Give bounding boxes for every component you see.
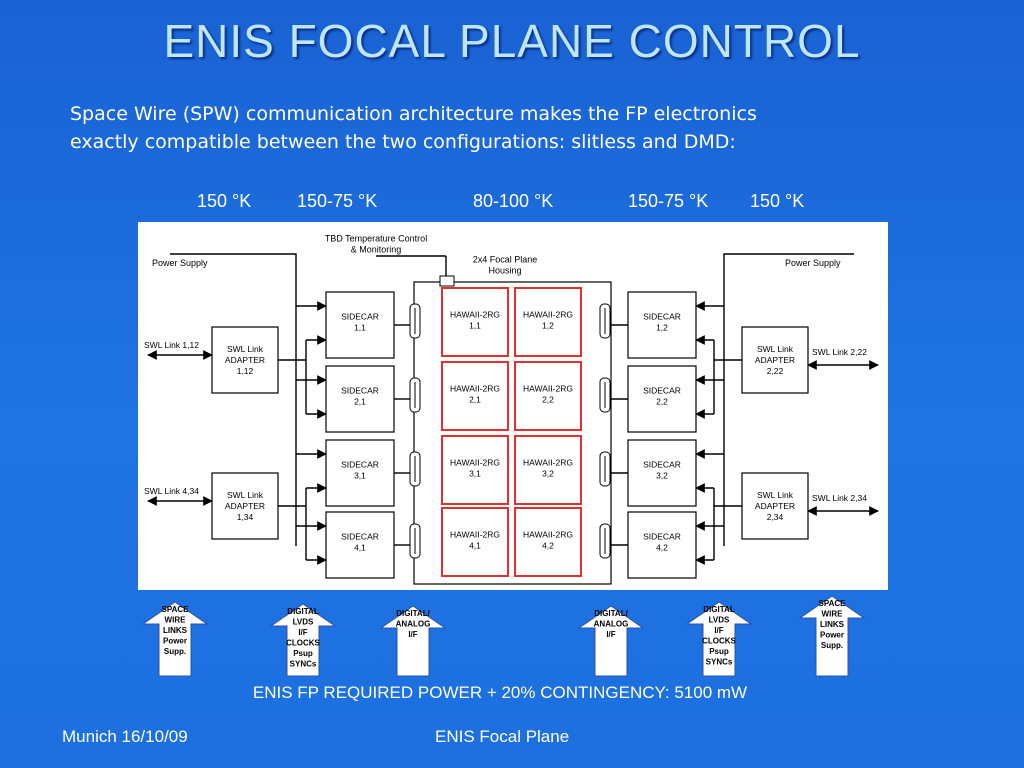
power-supply-right-label: Power Supply [785, 258, 841, 268]
temp-label-4: 150-75 °K [628, 191, 709, 211]
interface-arrow [141, 601, 209, 677]
sidecar-box [325, 511, 395, 579]
hawaii-detector [441, 435, 509, 505]
sidecar-box [627, 439, 697, 507]
interface-arrow [798, 595, 866, 677]
footer-date: Munich 16/10/09 [62, 727, 188, 746]
intro-line-1: Space Wire (SPW) communication architect… [70, 103, 757, 125]
temp-label-1: 150 °K [197, 191, 252, 211]
swl-link-label: SWL Link 1,12 [144, 340, 199, 350]
hawaii-detector [441, 361, 509, 431]
temp-label-3: 80-100 °K [473, 191, 554, 211]
intro-line-2: exactly compatible between the two confi… [70, 131, 736, 153]
hawaii-detector [514, 361, 582, 431]
sidecar-box [325, 291, 395, 359]
tbd-temperature-label: TBD Temperature Control& Monitoring [325, 234, 427, 255]
interface-arrow [685, 601, 753, 677]
swl-link-adapter-box [741, 326, 809, 394]
power-supply-right-bus [723, 253, 854, 546]
interface-arrow [577, 605, 645, 677]
hawaii-detector [514, 287, 582, 357]
sidecar-box [627, 291, 697, 359]
swl-link-label: SWL Link 4,34 [144, 486, 199, 496]
hawaii-detector [514, 507, 582, 577]
power-requirement-note: ENIS FP REQUIRED POWER + 20% CONTINGENCY… [252, 683, 748, 702]
hawaii-detector [441, 287, 509, 357]
temp-label-2: 150-75 °K [297, 191, 378, 211]
sidecar-box [627, 365, 697, 433]
footer-title: ENIS Focal Plane [435, 727, 570, 746]
swl-link-label: SWL Link 2,34 [812, 493, 867, 503]
power-supply-left-label: Power Supply [152, 258, 208, 268]
sidecar-box [325, 439, 395, 507]
power-supply-left-bus [170, 253, 297, 546]
interface-arrow [379, 605, 447, 677]
swl-link-adapter-box [211, 326, 279, 394]
slide-title: ENIS FOCAL PLANE CONTROL [163, 15, 861, 67]
tbd-sensor-tab [439, 275, 455, 287]
hawaii-detector [514, 435, 582, 505]
sidecar-box [325, 365, 395, 433]
intro-text: Space Wire (SPW) communication architect… [70, 100, 930, 156]
swl-link-label: SWL Link 2,22 [812, 347, 867, 357]
temp-label-5: 150 °K [750, 191, 805, 211]
hawaii-detector [441, 507, 509, 577]
interface-arrow [269, 603, 337, 677]
sidecar-box [627, 511, 697, 579]
swl-link-adapter-box [741, 472, 809, 540]
